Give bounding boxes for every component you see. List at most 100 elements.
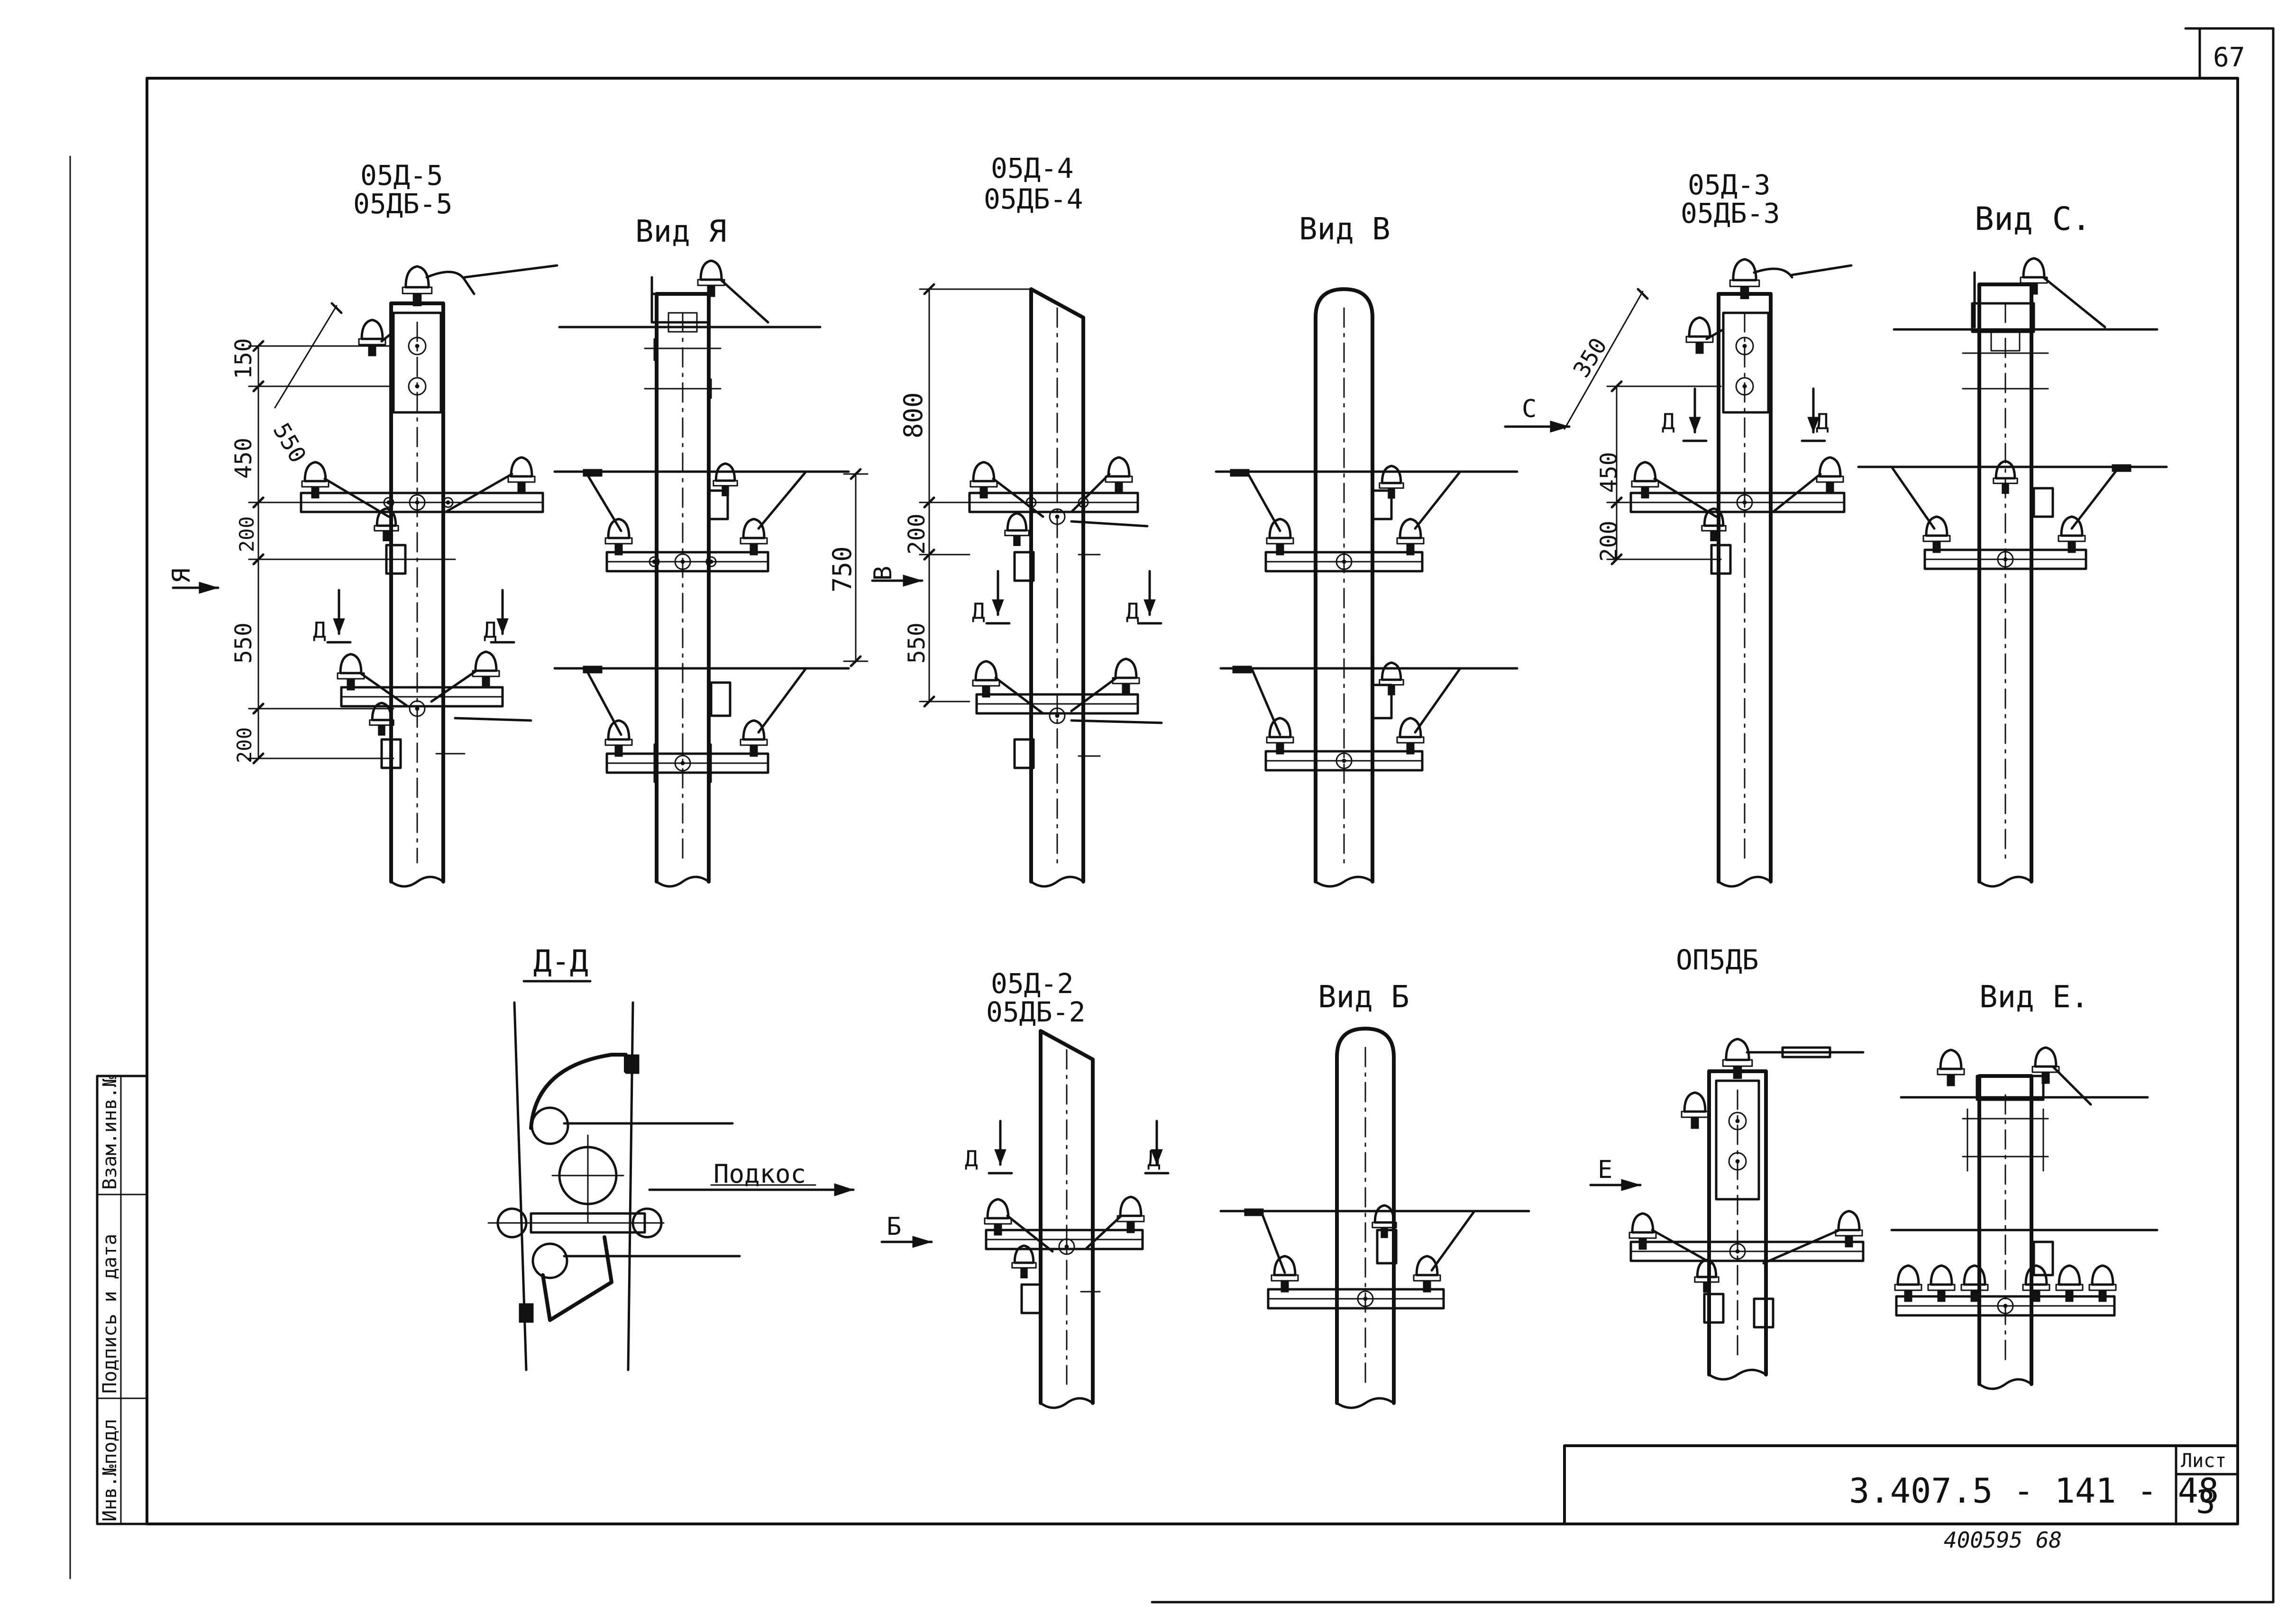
dim-05d5-200a: 200 [235, 516, 258, 552]
pole-break [1978, 875, 2033, 888]
bolt-center [1742, 384, 1747, 389]
insulator-pin [750, 543, 758, 556]
insulator-cap [1013, 1244, 1035, 1264]
insulator-pin [1423, 1280, 1431, 1293]
insulator-cap [1896, 1264, 1920, 1286]
insulator [301, 461, 329, 499]
bolt [1728, 1152, 1747, 1171]
dim-05d5-450: 450 [230, 438, 257, 479]
sheet-label: Лист [2181, 1450, 2226, 1472]
pole-vid-c [1977, 283, 2033, 888]
inventory-stamp: 400595 68 [1944, 1527, 2062, 1553]
insulator-pin [2032, 1290, 2040, 1302]
dimension-labels: 150 550 450 200 550 200 800 200 550 750 … [230, 333, 1622, 763]
brace [1653, 477, 1718, 518]
bolt [1729, 1243, 1746, 1260]
clamp [1753, 1297, 1775, 1329]
insulator [697, 259, 725, 297]
pole-body [1977, 283, 2033, 884]
brace [1430, 1210, 1476, 1272]
marker-sect-d4-l: Д [972, 598, 985, 624]
marker-sect-d4-r: Д [1126, 598, 1139, 624]
clamp [1244, 1208, 1264, 1216]
insulator-pin [1276, 543, 1284, 556]
insulator-cap [303, 461, 327, 483]
insulator-cap [2022, 257, 2046, 279]
bolt [1735, 377, 1754, 396]
poles-layer [248, 257, 2168, 1409]
insulator-pin [1932, 541, 1941, 553]
insulator [374, 507, 399, 541]
insulator-pin [1020, 1267, 1028, 1278]
bolt [409, 700, 426, 717]
dim-05d3-200: 200 [1596, 520, 1622, 562]
insulator [740, 518, 768, 556]
insulator [1922, 515, 1951, 553]
dim-tick [330, 302, 343, 314]
pole-break [1336, 1397, 1395, 1409]
brace [1414, 667, 1462, 734]
brace [2070, 465, 2121, 530]
insulator-cap [1939, 1049, 1963, 1070]
insulator-cap [1703, 507, 1725, 527]
insulator [1729, 258, 1760, 300]
insulator-pin [2030, 283, 2038, 295]
stamp-cell-replace: Взам.инв.№ [99, 1076, 121, 1190]
brace [1084, 1214, 1123, 1250]
brace [1651, 1229, 1713, 1265]
wire [454, 717, 532, 722]
title-05d4-line1: 05Д-4 [991, 152, 1074, 184]
insulator-pin [1115, 482, 1123, 494]
insulator [2031, 1046, 2060, 1084]
crossarm [605, 551, 769, 573]
insulator-cap [1373, 1204, 1395, 1224]
pole-05d5 [389, 301, 445, 888]
insulator-cap [1268, 518, 1292, 539]
insulator-pin [2065, 1290, 2074, 1302]
brace [1772, 473, 1822, 513]
insulator [1701, 507, 1727, 541]
insulator [1011, 1244, 1037, 1278]
brace [430, 669, 478, 703]
dim-05d3-450: 450 [1596, 452, 1622, 493]
pole-body [1314, 287, 1374, 884]
brace [359, 672, 409, 708]
insulator-pin [1826, 482, 1834, 494]
drawing-vid-c [1857, 257, 2168, 888]
bolt-center [415, 500, 420, 505]
insulator-pin [1281, 1280, 1289, 1293]
insulator-pin [1695, 342, 1704, 354]
pole-break [1708, 1368, 1767, 1381]
side-pin-arm [1705, 328, 1725, 340]
top-tie [2042, 276, 2106, 328]
insulator [1816, 456, 1844, 494]
insulator-pin [517, 482, 526, 494]
insulator [1894, 1264, 1922, 1302]
bolt-center [680, 559, 685, 564]
insulator-pin [1947, 1074, 1955, 1086]
crossarm [1629, 1240, 1865, 1262]
insulator [1937, 1049, 1965, 1086]
insulator-pin [412, 293, 422, 307]
insulator-cap [360, 319, 384, 340]
pole-body [1717, 292, 1773, 884]
drawing-vid-a [553, 259, 850, 888]
insulator-pin [1970, 1290, 1979, 1302]
insulator [507, 456, 536, 494]
clamp [710, 681, 732, 717]
insulator-cap [1732, 258, 1757, 282]
pole-break [1978, 1378, 2033, 1390]
pole-vid-b-top [1314, 287, 1374, 888]
insulator-cap [339, 653, 363, 675]
corner-number: 67 [2213, 42, 2245, 73]
insulator-pin [1276, 742, 1284, 755]
section-dd-layer [487, 980, 855, 1371]
brace [1006, 1214, 1054, 1253]
insulator [984, 1198, 1012, 1236]
dim-05d5-200b: 200 [233, 727, 256, 763]
clamp [2032, 487, 2054, 518]
insulator [1927, 1264, 1956, 1302]
insulator-pin [1845, 1235, 1853, 1248]
insulator [1628, 1212, 1657, 1250]
insulator-pin [368, 344, 376, 356]
